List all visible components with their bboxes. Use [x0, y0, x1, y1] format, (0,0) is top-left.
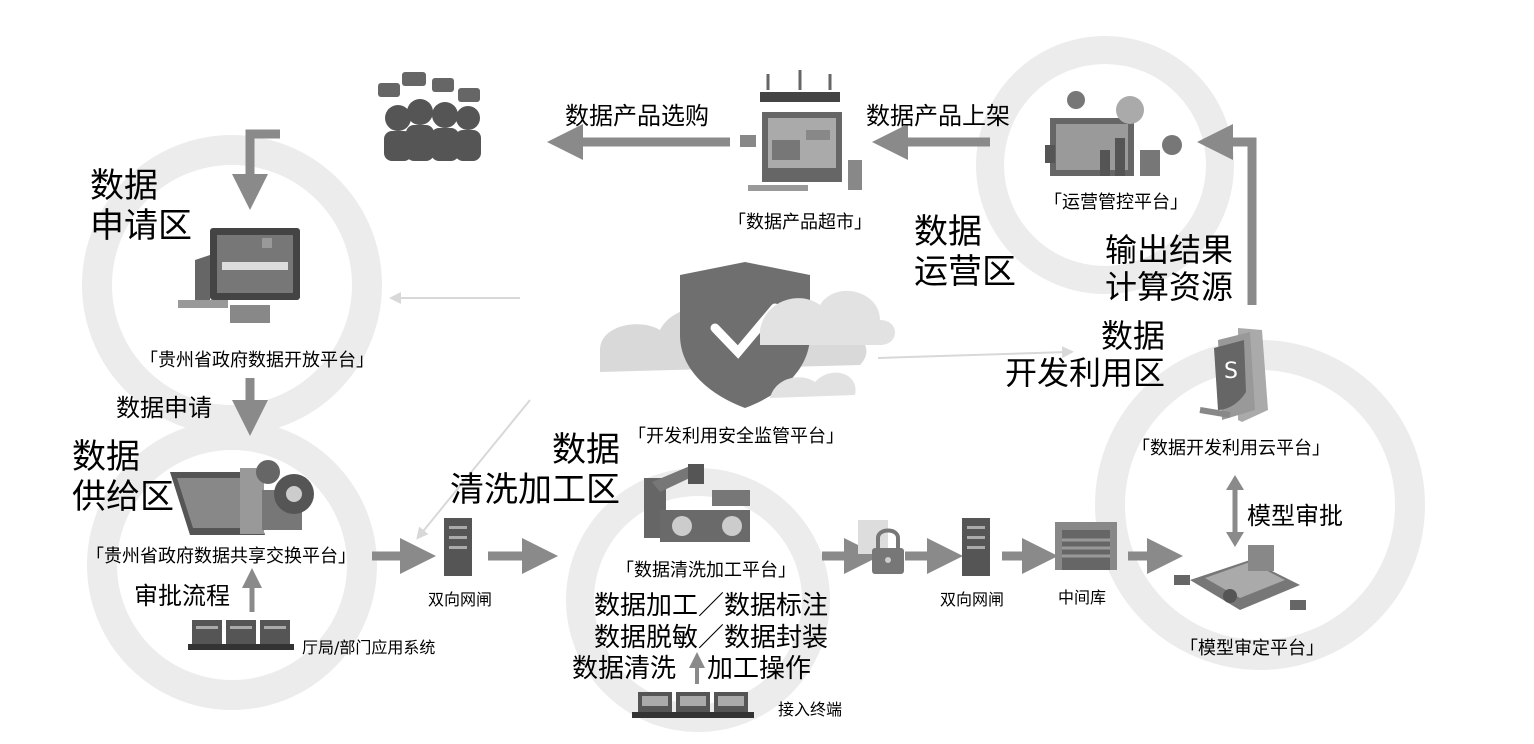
arrow-model-approval-down-head	[1226, 532, 1244, 547]
users-group-icon	[378, 72, 481, 161]
arrow-model-approval-up-head	[1226, 475, 1244, 490]
security-platform-label: 「开发利用安全监管平台」	[628, 426, 844, 447]
zone-develop-title: 数据 开发利用区	[1005, 317, 1166, 392]
monitor-icon	[178, 228, 300, 323]
zone-supply-title: 数据 供给区	[72, 437, 174, 517]
middle-db-label: 中间库	[1058, 588, 1107, 607]
process-op-label: 加工操作	[707, 654, 812, 684]
apply-data-label: 数据申请	[116, 394, 212, 422]
connector-to-exchange	[416, 399, 531, 540]
processing-ops-label: 数据加工／数据标注 数据脱敏／数据封装	[594, 591, 829, 653]
market-platform-label: 「数据产品超市」	[728, 212, 872, 233]
listing-label: 数据产品上架	[866, 102, 1010, 130]
purchase-label: 数据产品选购	[565, 102, 709, 130]
terminal-label: 接入终端	[778, 700, 843, 719]
approval-flow-label: 审批流程	[134, 582, 230, 610]
open-platform-label: 「贵州省政府数据开放平台」	[140, 350, 374, 371]
zone-operate-title: 数据 运营区	[914, 212, 1016, 292]
lock-icon	[858, 520, 904, 574]
gateway1-server-icon	[444, 518, 472, 576]
gateway1-label: 双向网闸	[428, 590, 493, 609]
robot-arm-icon	[644, 464, 750, 542]
middle-db-icon	[1055, 522, 1117, 570]
phone-shield-icon: S	[1199, 328, 1268, 422]
security-shield-icon	[600, 262, 895, 408]
gateway2-server-icon	[962, 518, 990, 576]
terminals-icon	[632, 692, 754, 718]
model-review-icon	[1174, 545, 1306, 610]
ops-platform-label: 「运营管控平台」	[1044, 192, 1188, 213]
thin-connectors	[389, 292, 1074, 540]
svg-text:S: S	[1224, 359, 1238, 384]
dept-servers-icon	[188, 620, 294, 650]
exchange-platform-label: 「贵州省政府数据共享交换平台」	[86, 546, 356, 567]
model-platform-label: 「模型审定平台」	[1180, 638, 1324, 659]
gateway2-label: 双向网闸	[940, 590, 1005, 609]
zone-apply-title: 数据 申请区	[90, 166, 192, 246]
ops-dashboard-icon	[1045, 91, 1182, 176]
dept-systems-label: 厅局/部门应用系统	[302, 638, 436, 657]
cloud-platform-label: 「数据开发利用云平台」	[1132, 438, 1330, 459]
storefront-icon	[740, 70, 862, 191]
operate-zone-ring	[976, 36, 1234, 294]
model-approval-label: 模型审批	[1247, 502, 1343, 530]
laptop-gears-icon	[170, 460, 314, 535]
output-resources-label: 输出结果 计算资源	[1105, 231, 1234, 306]
arrow-cloud-to-ops	[1197, 124, 1257, 305]
connector-to-cloud	[877, 346, 1074, 359]
flow-arrows	[232, 124, 1257, 684]
wash-label: 数据清洗	[572, 654, 677, 684]
arrow-to-open-platform	[232, 129, 280, 210]
zone-clean-title: 数据 清洗加工区	[450, 430, 620, 510]
cleaning-platform-label: 「数据清洗加工平台」	[616, 560, 796, 581]
